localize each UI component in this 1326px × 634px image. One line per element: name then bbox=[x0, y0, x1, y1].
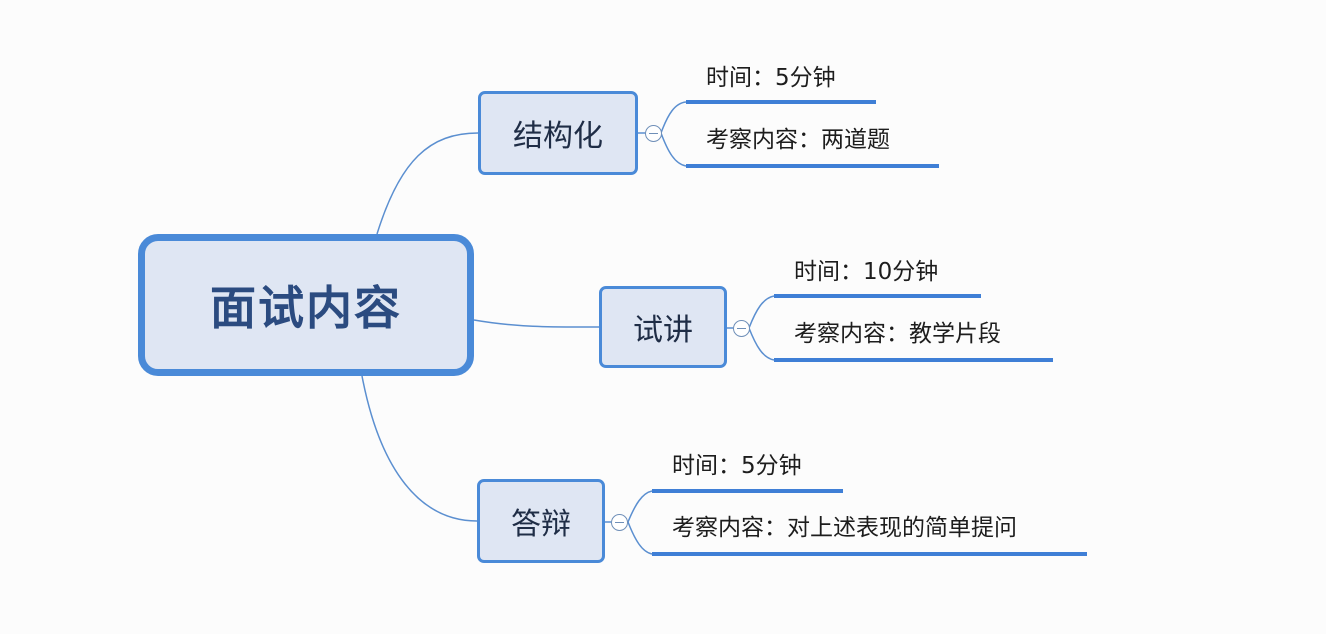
connector-root-to-branch-1 bbox=[376, 132, 479, 235]
connector-branch-1-detail-2 bbox=[660, 132, 687, 167]
detail-3-1: 时间：5分钟 bbox=[672, 453, 802, 479]
connector-branch-1-detail-1 bbox=[660, 101, 687, 134]
collapse-toggle-branch-1[interactable] bbox=[645, 125, 662, 142]
branch-node-1-label: 结构化 bbox=[513, 119, 603, 154]
detail-2-2: 考察内容：教学片段 bbox=[794, 321, 1001, 347]
detail-3-2-underline bbox=[652, 552, 1087, 556]
connector-branch-3-detail-2 bbox=[627, 521, 653, 555]
branch-node-3[interactable]: 答辩 bbox=[477, 479, 605, 563]
detail-3-2: 考察内容：对上述表现的简单提问 bbox=[672, 515, 1017, 541]
detail-1-1: 时间：5分钟 bbox=[706, 65, 836, 91]
connector-branch-3-detail-1 bbox=[627, 490, 653, 523]
branch-node-2[interactable]: 试讲 bbox=[599, 286, 727, 368]
collapse-toggle-branch-2[interactable] bbox=[733, 320, 750, 337]
detail-2-2-underline bbox=[774, 358, 1053, 362]
connector-branch-2-detail-2 bbox=[748, 327, 775, 361]
detail-3-1-underline bbox=[652, 489, 843, 493]
connector-root-to-branch-3 bbox=[361, 375, 478, 522]
root-node[interactable]: 面试内容 bbox=[138, 234, 474, 376]
detail-1-2-underline bbox=[686, 164, 939, 168]
branch-node-1[interactable]: 结构化 bbox=[478, 91, 638, 175]
connector-root-to-branch-2 bbox=[473, 319, 600, 328]
collapse-toggle-branch-3[interactable] bbox=[611, 514, 628, 531]
detail-2-1-underline bbox=[774, 294, 981, 298]
detail-1-2: 考察内容：两道题 bbox=[706, 127, 890, 153]
branch-node-3-label: 答辩 bbox=[511, 507, 571, 542]
detail-2-1: 时间：10分钟 bbox=[794, 259, 939, 285]
connector-branch-2-detail-1 bbox=[748, 295, 775, 329]
detail-1-1-underline bbox=[686, 100, 876, 104]
root-node-label: 面试内容 bbox=[210, 281, 402, 335]
branch-node-2-label: 试讲 bbox=[633, 313, 693, 348]
